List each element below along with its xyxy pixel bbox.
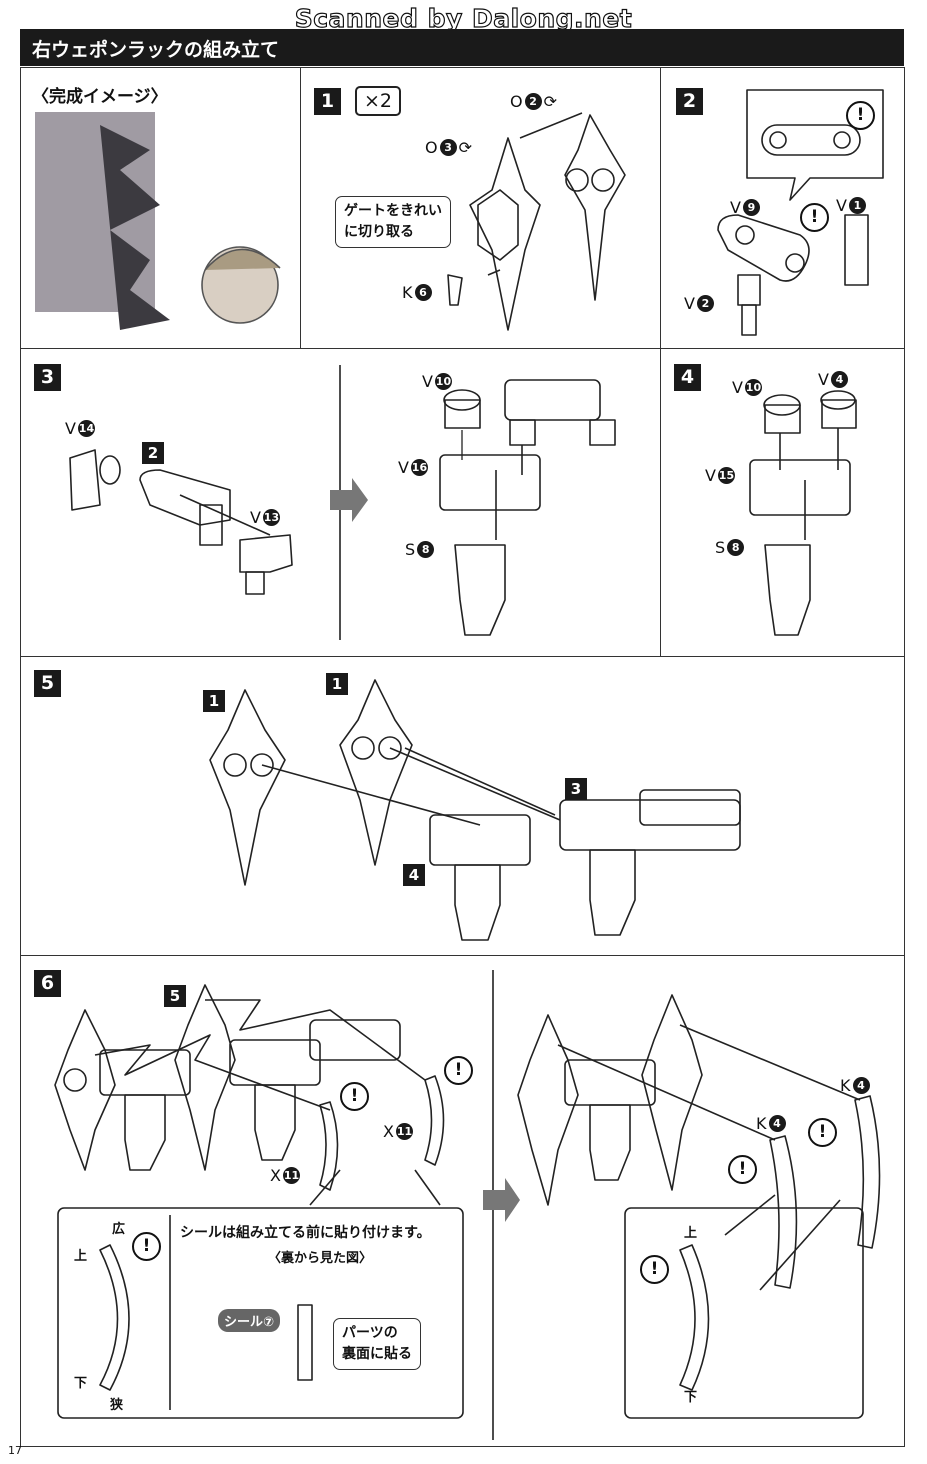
- back-view-label: 〈裏から見た図〉: [268, 1251, 373, 1266]
- step-number-6: 6: [34, 970, 61, 997]
- sticker-tag: シール⑦: [218, 1309, 281, 1332]
- quantity-multiplier: ×2: [355, 86, 401, 116]
- panel-step6: [20, 955, 905, 1447]
- rotate-icon: ⟳: [458, 138, 472, 157]
- step-number-5: 5: [34, 670, 61, 697]
- page-number: 17: [8, 1444, 22, 1457]
- back-view-part-outline: [99, 1244, 130, 1391]
- ref-step-1: 1: [326, 673, 348, 695]
- caution-icon: !: [846, 101, 875, 130]
- step-number-1: 1: [314, 88, 341, 115]
- caution-icon: !: [132, 1232, 161, 1261]
- label-top: 上: [684, 1226, 698, 1241]
- caution-icon: !: [640, 1255, 669, 1284]
- title-bar: 右ウェポンラックの組み立て: [20, 29, 904, 66]
- ref-step-1: 1: [203, 690, 225, 712]
- step4-parts-illustration: [749, 390, 857, 636]
- step3-parts-illustration: [69, 365, 616, 640]
- step1-parts-illustration: [447, 112, 626, 331]
- sticker-strip-shape: [297, 1304, 313, 1381]
- label-bottom: 下: [684, 1390, 698, 1405]
- caution-icon: !: [728, 1155, 757, 1184]
- caution-icon: !: [800, 203, 829, 232]
- caution-icon: !: [340, 1082, 369, 1111]
- sticker-instruction: シールは組み立てる前に貼り付けます。: [180, 1225, 431, 1241]
- ref-step-4: 4: [403, 864, 425, 886]
- step-number-3: 3: [34, 364, 61, 391]
- page-title: 右ウェポンラックの組み立て: [32, 39, 280, 61]
- step6-left-illustration: [54, 984, 445, 1191]
- step5-parts-illustration: [209, 679, 741, 941]
- gate-cut-note: ゲートをきれいに切り取る: [335, 196, 451, 248]
- label-narrow: 狭: [110, 1398, 124, 1413]
- ref-step-3: 3: [565, 778, 587, 800]
- ref-step-5: 5: [164, 985, 186, 1007]
- label-wide: 広: [112, 1222, 126, 1237]
- step-number-4: 4: [674, 364, 701, 391]
- caution-icon: !: [444, 1056, 473, 1085]
- caution-icon: !: [808, 1118, 837, 1147]
- complete-image-label: 〈完成イメージ〉: [32, 87, 168, 107]
- watermark: Scanned by Dalong.net: [294, 3, 633, 33]
- step2-parts-illustration: [717, 89, 884, 336]
- step6-right-illustration: [517, 994, 881, 1419]
- rotate-icon: ⟳: [543, 92, 557, 111]
- label-bottom: 下: [74, 1376, 88, 1391]
- label-top: 上: [74, 1249, 88, 1264]
- apply-to-back-note: パーツの裏面に貼る: [333, 1318, 421, 1370]
- complete-figure-illustration: [35, 112, 281, 330]
- ref-step-2: 2: [142, 442, 164, 464]
- step-number-2: 2: [676, 88, 703, 115]
